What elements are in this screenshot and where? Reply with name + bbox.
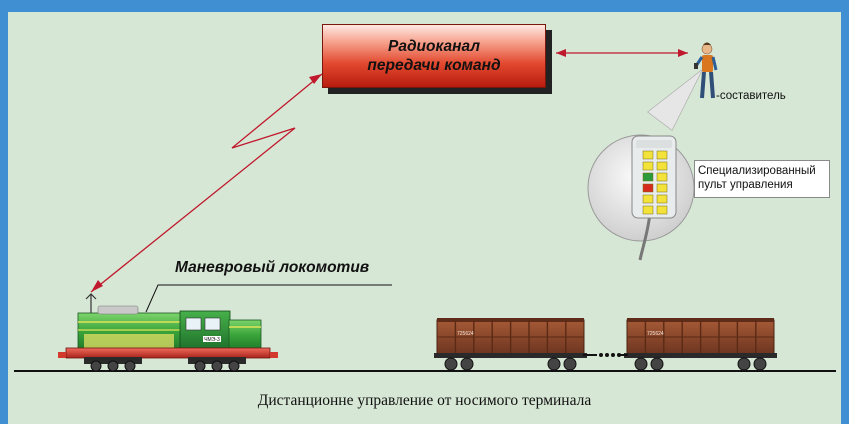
radio-link-arrowhead-top [309, 74, 322, 84]
remote-button-yellow [656, 194, 668, 204]
remote-button-yellow [642, 194, 654, 204]
remote-button-yellow [656, 205, 668, 215]
remote-button-green [642, 172, 654, 182]
locomotive-label-leader [145, 284, 392, 313]
operator-link-arrowhead-left [556, 49, 566, 57]
wagon-number: 725624 [457, 331, 474, 337]
locomotive-label: Маневровый локомотив [175, 259, 370, 276]
remote-label-line1: Специализированный [698, 165, 816, 177]
remote-button-yellow [656, 161, 668, 171]
remote-button-yellow [656, 183, 668, 193]
remote-control-callout: Специализированный пульт управления [694, 160, 830, 198]
radio-channel-box: Радиоканал передачи команд [322, 24, 546, 88]
locomotive-plate: ЧМЭ-3 [204, 337, 220, 343]
remote-button-yellow [642, 150, 654, 160]
operator-figure [694, 42, 718, 99]
wagon-number: 725624 [647, 331, 664, 337]
wagon: 725624 [624, 318, 777, 371]
wagon-train: 725624 725624 [434, 318, 777, 371]
wagon: 725624 [434, 318, 587, 371]
remote-button-red [642, 183, 654, 193]
remote-button-yellow [656, 150, 668, 160]
remote-button-yellow [656, 172, 668, 182]
remote-button-yellow [642, 161, 654, 171]
remote-button-yellow [642, 205, 654, 215]
coupling-dots [583, 353, 628, 357]
radio-channel-line1: Радиоканал [388, 38, 480, 55]
remote-buttons [642, 150, 668, 215]
radio-link-zigzag [90, 73, 323, 293]
diagram-caption: Дистанционне управление от носимого терм… [257, 392, 592, 409]
radio-channel-line2: передачи команд [367, 57, 501, 74]
remote-label-line2: пульт управления [698, 179, 793, 191]
operator-link-arrowhead-right [678, 49, 688, 57]
locomotive-image [58, 293, 278, 372]
radio-link-arrowhead-bottom [91, 280, 103, 292]
operator-label: -составитель [716, 90, 786, 102]
